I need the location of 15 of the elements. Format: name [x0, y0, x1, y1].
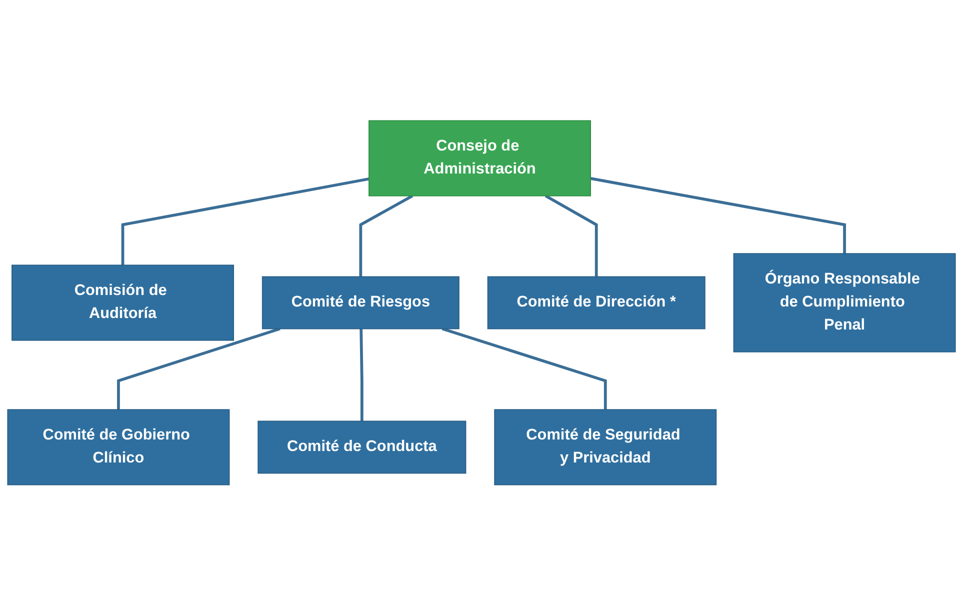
connector	[442, 327, 607, 410]
node-box: Consejo de Administración	[368, 120, 591, 196]
connector	[359, 194, 414, 276]
connector	[360, 328, 364, 421]
node-box: Comité de Riesgos	[262, 276, 460, 329]
connector	[590, 176, 846, 254]
connector	[544, 194, 598, 276]
node-box: Comité de Seguridad y Privacidad	[494, 408, 717, 486]
node-box: Comité de Gobierno Clínico	[7, 408, 230, 486]
node-box: Órgano Responsable de Cumplimiento Penal	[733, 252, 956, 352]
node-box: Comisión de Auditoría	[12, 264, 234, 341]
connector	[121, 177, 370, 265]
node-box: Comité de Conducta	[258, 420, 466, 474]
connector	[117, 327, 280, 410]
node-box: Comité de Dirección *	[487, 276, 706, 329]
